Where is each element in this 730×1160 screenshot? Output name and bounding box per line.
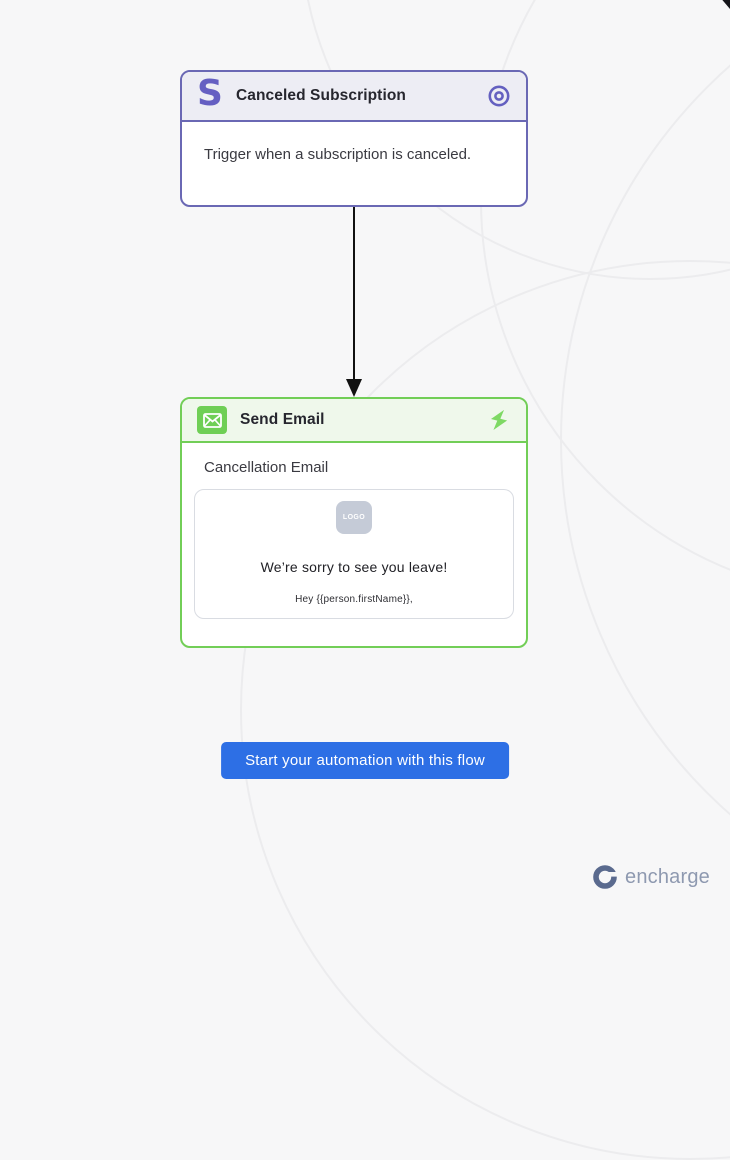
email-preview-card: LOGO We’re sorry to see you leave! Hey {… xyxy=(194,489,514,619)
encharge-brand[interactable]: encharge xyxy=(592,864,710,890)
email-preview-heading: We’re sorry to see you leave! xyxy=(260,559,448,575)
encharge-logo-icon xyxy=(593,865,618,889)
trigger-node-canceled-subscription[interactable]: S Canceled Subscription Trigger when a s… xyxy=(180,70,528,207)
trigger-node-title: Canceled Subscription xyxy=(235,87,406,104)
connector-arrow-down xyxy=(346,207,362,397)
email-envelope-icon xyxy=(197,406,227,434)
globe-wireframe-arc xyxy=(240,260,730,1160)
trigger-description: Trigger when a subscription is canceled. xyxy=(204,146,472,163)
email-logo-placeholder: LOGO xyxy=(336,501,372,534)
corner-artifact xyxy=(722,0,730,9)
action-node-title: Send Email xyxy=(240,411,325,428)
action-node-header: Send Email xyxy=(182,399,526,443)
lightning-icon xyxy=(490,409,508,430)
email-name-label: Cancellation Email xyxy=(204,459,329,476)
action-node-send-email[interactable]: Send Email Cancellation Email LOGO We’re… xyxy=(180,397,528,648)
encharge-brand-text: encharge xyxy=(625,865,710,888)
start-automation-button[interactable]: Start your automation with this flow xyxy=(221,742,509,779)
trigger-node-header: S Canceled Subscription xyxy=(182,72,526,122)
target-icon xyxy=(488,85,510,107)
stripe-icon: S xyxy=(197,72,223,114)
email-preview-body-line: Hey {{person.firstName}}, xyxy=(295,594,413,605)
globe-wireframe-arc xyxy=(560,0,730,940)
